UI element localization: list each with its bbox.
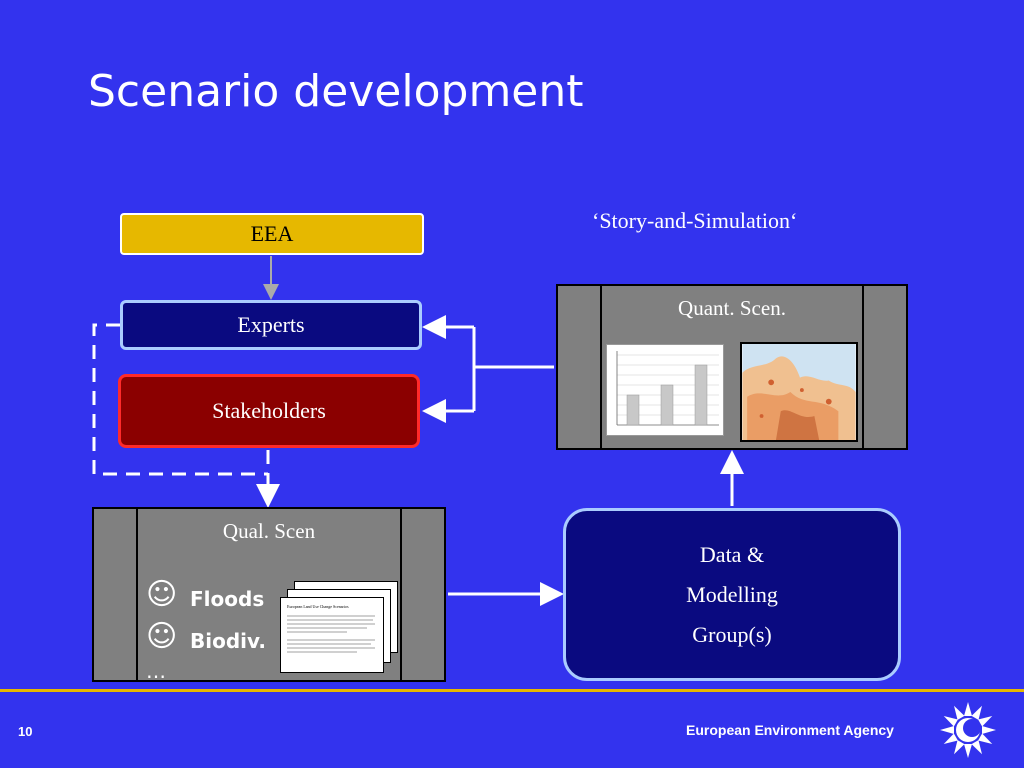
qual-scen-title: Qual. Scen [222, 519, 316, 543]
data-line-2: Modelling [686, 581, 778, 607]
agency-name: European Environment Agency [686, 722, 894, 738]
stakeholders-box: Stakeholders [118, 374, 420, 448]
document-text-lines [287, 615, 375, 653]
floods-label: Floods [190, 587, 265, 611]
thumb-bar-3 [694, 364, 708, 426]
eea-sun-logo-icon [940, 702, 996, 758]
quant-scen-title: Quant. Scen. [678, 296, 786, 320]
data-line-1: Data & [699, 541, 765, 567]
more-ellipsis: … [146, 659, 166, 683]
data-modelling-box: Data & Modelling Group(s) [563, 508, 901, 681]
page-number: 10 [18, 724, 33, 739]
smiley-icon: ☺ [146, 577, 178, 612]
dashed-loop [92, 323, 268, 476]
story-simulation-subtitle: ‘Story-and-Simulation‘ [592, 208, 798, 233]
data-line-3: Group(s) [692, 621, 772, 647]
footer-accent-line [0, 689, 1024, 692]
slide-title: Scenario development [88, 66, 584, 117]
europe-map-thumbnail [740, 342, 858, 442]
eea-box: EEA [120, 213, 424, 255]
document-heading: European Land Use Change Scenarios [287, 604, 349, 609]
quant-feedback-line [472, 327, 554, 369]
experts-box: Experts [120, 300, 422, 350]
thumb-bar-2 [660, 384, 674, 426]
quant-scen-panel: Quant. Scen. [556, 284, 908, 450]
biodiv-label: Biodiv. [190, 629, 267, 653]
document-page-front: European Land Use Change Scenarios [280, 597, 384, 673]
thumb-bar-1 [626, 394, 640, 426]
smiley-icon: ☺ [146, 619, 178, 654]
bar-chart-thumbnail [606, 344, 724, 436]
qual-scen-panel: Qual. Scen ☺ Floods ☺ Biodiv. … European… [92, 507, 446, 683]
